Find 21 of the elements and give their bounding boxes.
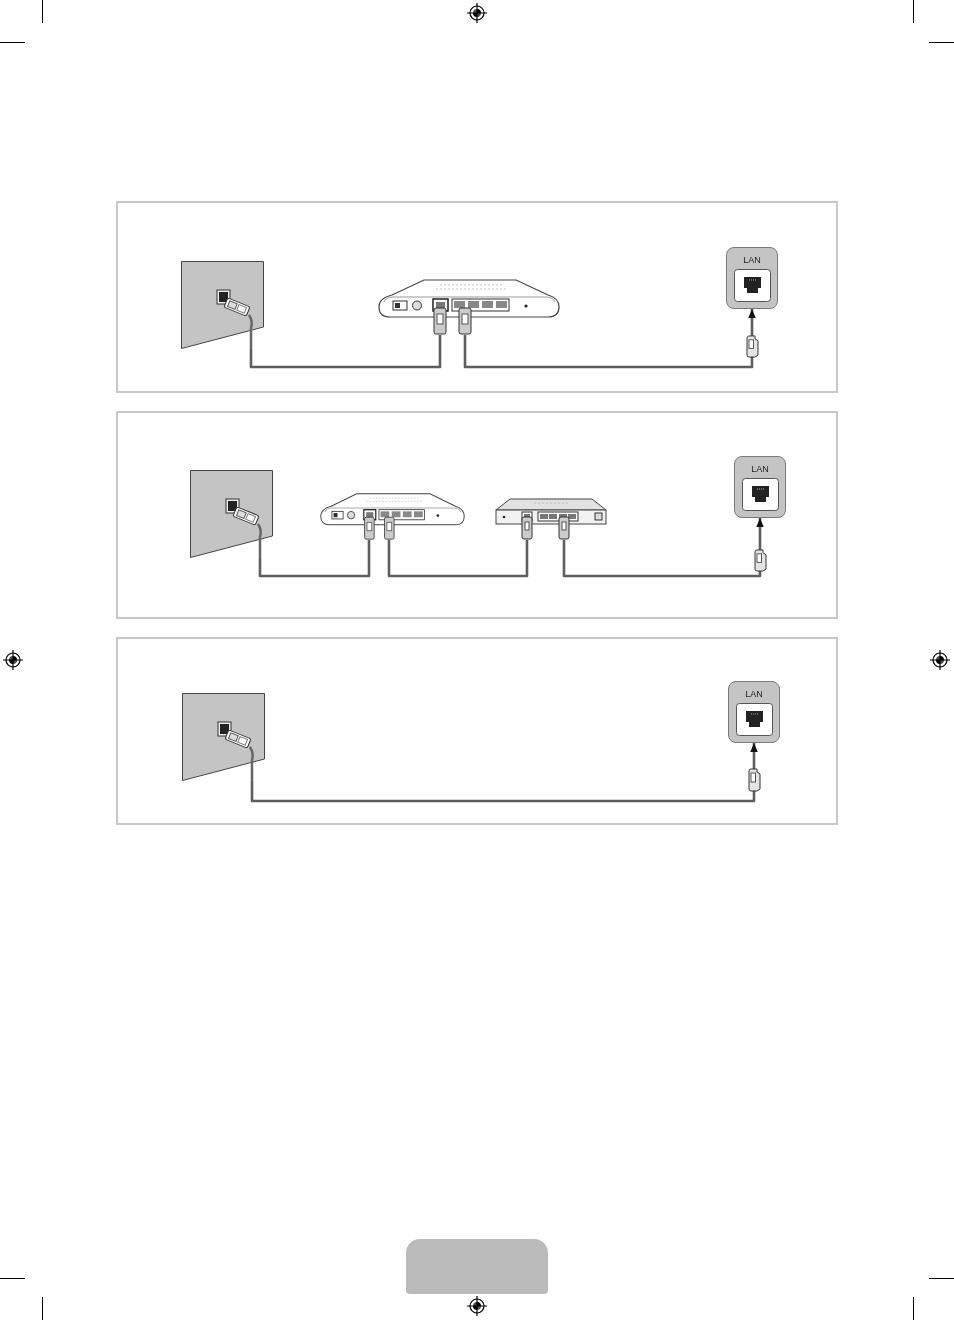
modem-illustration xyxy=(320,492,465,540)
cable-arrow xyxy=(250,743,758,803)
wall-jack-illustration xyxy=(182,693,265,781)
cable-line xyxy=(387,540,529,578)
port-panel xyxy=(734,456,786,518)
wall-jack-illustration xyxy=(190,470,273,558)
cable-arrow xyxy=(562,518,764,578)
cable-line xyxy=(249,335,442,369)
router-illustration xyxy=(494,497,608,540)
panel-frame xyxy=(116,637,838,825)
port-label: LAN xyxy=(745,689,763,699)
port-label: LAN xyxy=(743,255,761,265)
port-panel xyxy=(728,681,780,743)
panel-frame xyxy=(116,411,838,619)
cable-arrow xyxy=(463,309,756,369)
port-panel xyxy=(726,247,778,309)
port-label: LAN xyxy=(751,464,769,474)
wall-jack-illustration xyxy=(181,261,264,349)
modem-illustration xyxy=(378,278,560,335)
panel-frame xyxy=(116,201,838,393)
cable-line xyxy=(258,540,371,578)
